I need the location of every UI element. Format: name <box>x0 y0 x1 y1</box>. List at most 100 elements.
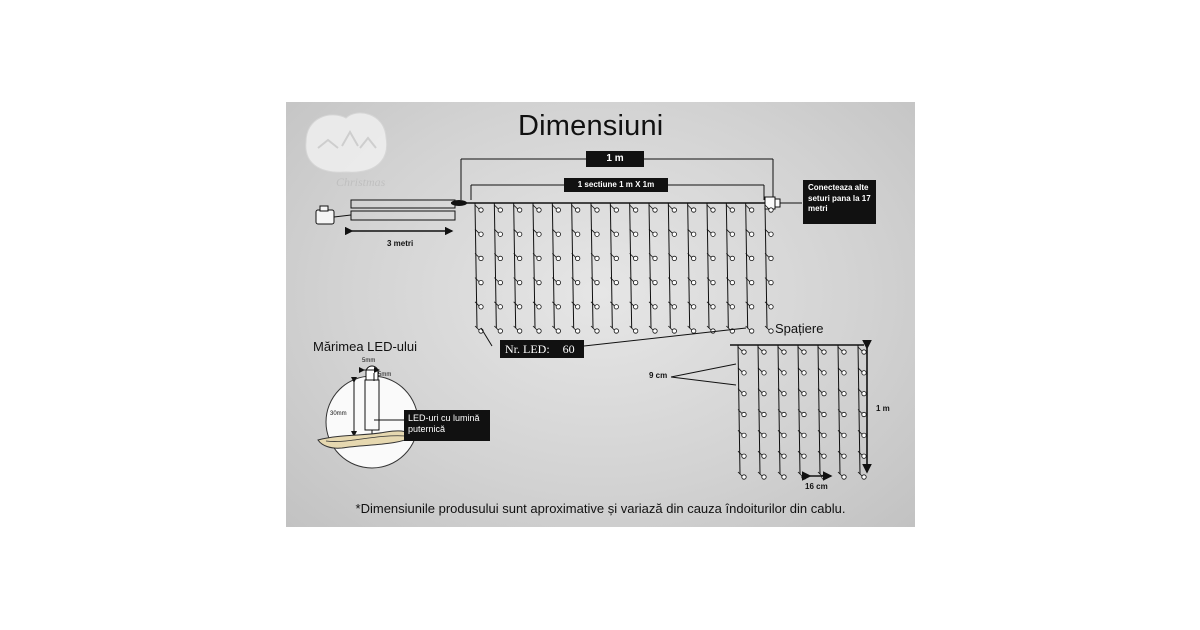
led-curtain <box>474 202 774 334</box>
led-strand <box>532 202 542 334</box>
led-bulb <box>781 391 787 397</box>
led-bulb <box>768 280 774 286</box>
led-bulb <box>691 280 697 286</box>
led-bulb <box>575 304 581 310</box>
led-strand <box>764 202 774 334</box>
led-bulb <box>652 255 658 261</box>
led-bulb <box>821 391 827 397</box>
led-bulb <box>841 474 847 480</box>
connect-note: Conecteaza alte seturi pana la 17 metri <box>803 180 876 224</box>
led-bulb <box>575 255 581 261</box>
led-bulb <box>749 328 755 334</box>
led-bulb <box>594 255 600 261</box>
led-bulb <box>594 231 600 237</box>
led-bulb <box>555 280 561 286</box>
led-strand <box>667 202 677 334</box>
connect-note-text: Conecteaza alte seturi pana la 17 metri <box>808 183 871 213</box>
led-bulb <box>497 280 503 286</box>
led-bulb <box>555 304 561 310</box>
led-bulb <box>536 280 542 286</box>
led-bulb <box>741 432 747 438</box>
led-bulb <box>801 349 807 355</box>
led-bulb <box>761 474 767 480</box>
led-bulb <box>478 304 484 310</box>
led-bulb <box>517 328 523 334</box>
led-bulb <box>741 349 747 355</box>
led-bulb <box>749 304 755 310</box>
led-bulb <box>861 474 867 480</box>
led-strand <box>797 344 807 480</box>
led-bulb <box>671 255 677 261</box>
led-bulb <box>749 231 755 237</box>
led-bulb <box>781 474 787 480</box>
led-bulb <box>555 255 561 261</box>
led-bulb <box>575 231 581 237</box>
led-bulb <box>517 231 523 237</box>
led-bulb <box>781 349 787 355</box>
led-bulb <box>671 328 677 334</box>
led-bulb <box>671 231 677 237</box>
power-adapter-icon <box>315 205 352 225</box>
led-bulb <box>517 280 523 286</box>
led-bulb <box>821 349 827 355</box>
section-label-text: 1 sectiune 1 m X 1m <box>577 180 655 189</box>
led-bulb <box>761 391 767 397</box>
led-bulb <box>821 411 827 418</box>
led-bulb <box>536 304 542 310</box>
led-bulb <box>761 411 767 418</box>
led-bulb <box>841 391 847 397</box>
led-bulb <box>633 328 639 334</box>
led-bulb <box>768 231 774 237</box>
led-strand <box>706 202 716 334</box>
led-bulb <box>801 391 807 397</box>
led-count-box: Nr. LED: 60 <box>500 340 584 358</box>
led-bulb <box>478 231 484 237</box>
led-bulb <box>768 328 774 334</box>
christmas-logo: Christmas <box>305 112 388 189</box>
led-bulb <box>729 231 735 237</box>
dimensions-panel: Christmas <box>286 102 915 527</box>
led-count-value: 60 <box>562 342 575 356</box>
led-bulb <box>861 411 867 418</box>
led-bulb <box>633 304 639 310</box>
led-bulb <box>841 453 847 459</box>
diagram-title: Dimensiuni <box>518 110 664 142</box>
led-bulb <box>821 370 827 376</box>
led-bulb <box>781 432 787 438</box>
led-bulb <box>517 304 523 310</box>
led-bulb <box>801 453 807 459</box>
diagram-drawing: Christmas <box>305 112 872 481</box>
led-bulb <box>575 328 581 334</box>
led-bulb <box>536 207 542 213</box>
width-label-text: 1 m <box>606 153 624 164</box>
led-bulb <box>801 370 807 376</box>
led-bulb <box>478 255 484 261</box>
led-bulb <box>517 207 523 213</box>
led-bulb <box>691 328 697 334</box>
led-bulb <box>841 432 847 438</box>
led-bulb <box>861 349 867 355</box>
led-bulb <box>768 255 774 261</box>
led-strand <box>590 202 600 334</box>
led-bulb <box>761 453 767 459</box>
led-bulb <box>594 280 600 286</box>
led-bulb <box>613 328 619 334</box>
led-bulb <box>633 231 639 237</box>
led-strand <box>857 344 867 480</box>
led-bulb <box>478 280 484 286</box>
led-strand <box>777 344 787 480</box>
led-bulb <box>536 255 542 261</box>
led-bulb <box>555 231 561 237</box>
led-strand <box>757 344 767 480</box>
led-strand <box>513 202 523 334</box>
led-strand <box>609 202 619 334</box>
led-bulb <box>671 280 677 286</box>
led-bulb <box>652 304 658 310</box>
led-type-note-text: LED-uri cu lumină puternică <box>408 413 480 434</box>
led-count-label: Nr. LED: <box>505 342 550 356</box>
led-bulb <box>781 370 787 376</box>
led-bulb <box>821 453 827 459</box>
led-strand <box>737 344 747 480</box>
led-bulb <box>710 231 716 237</box>
led-bulb <box>761 432 767 438</box>
